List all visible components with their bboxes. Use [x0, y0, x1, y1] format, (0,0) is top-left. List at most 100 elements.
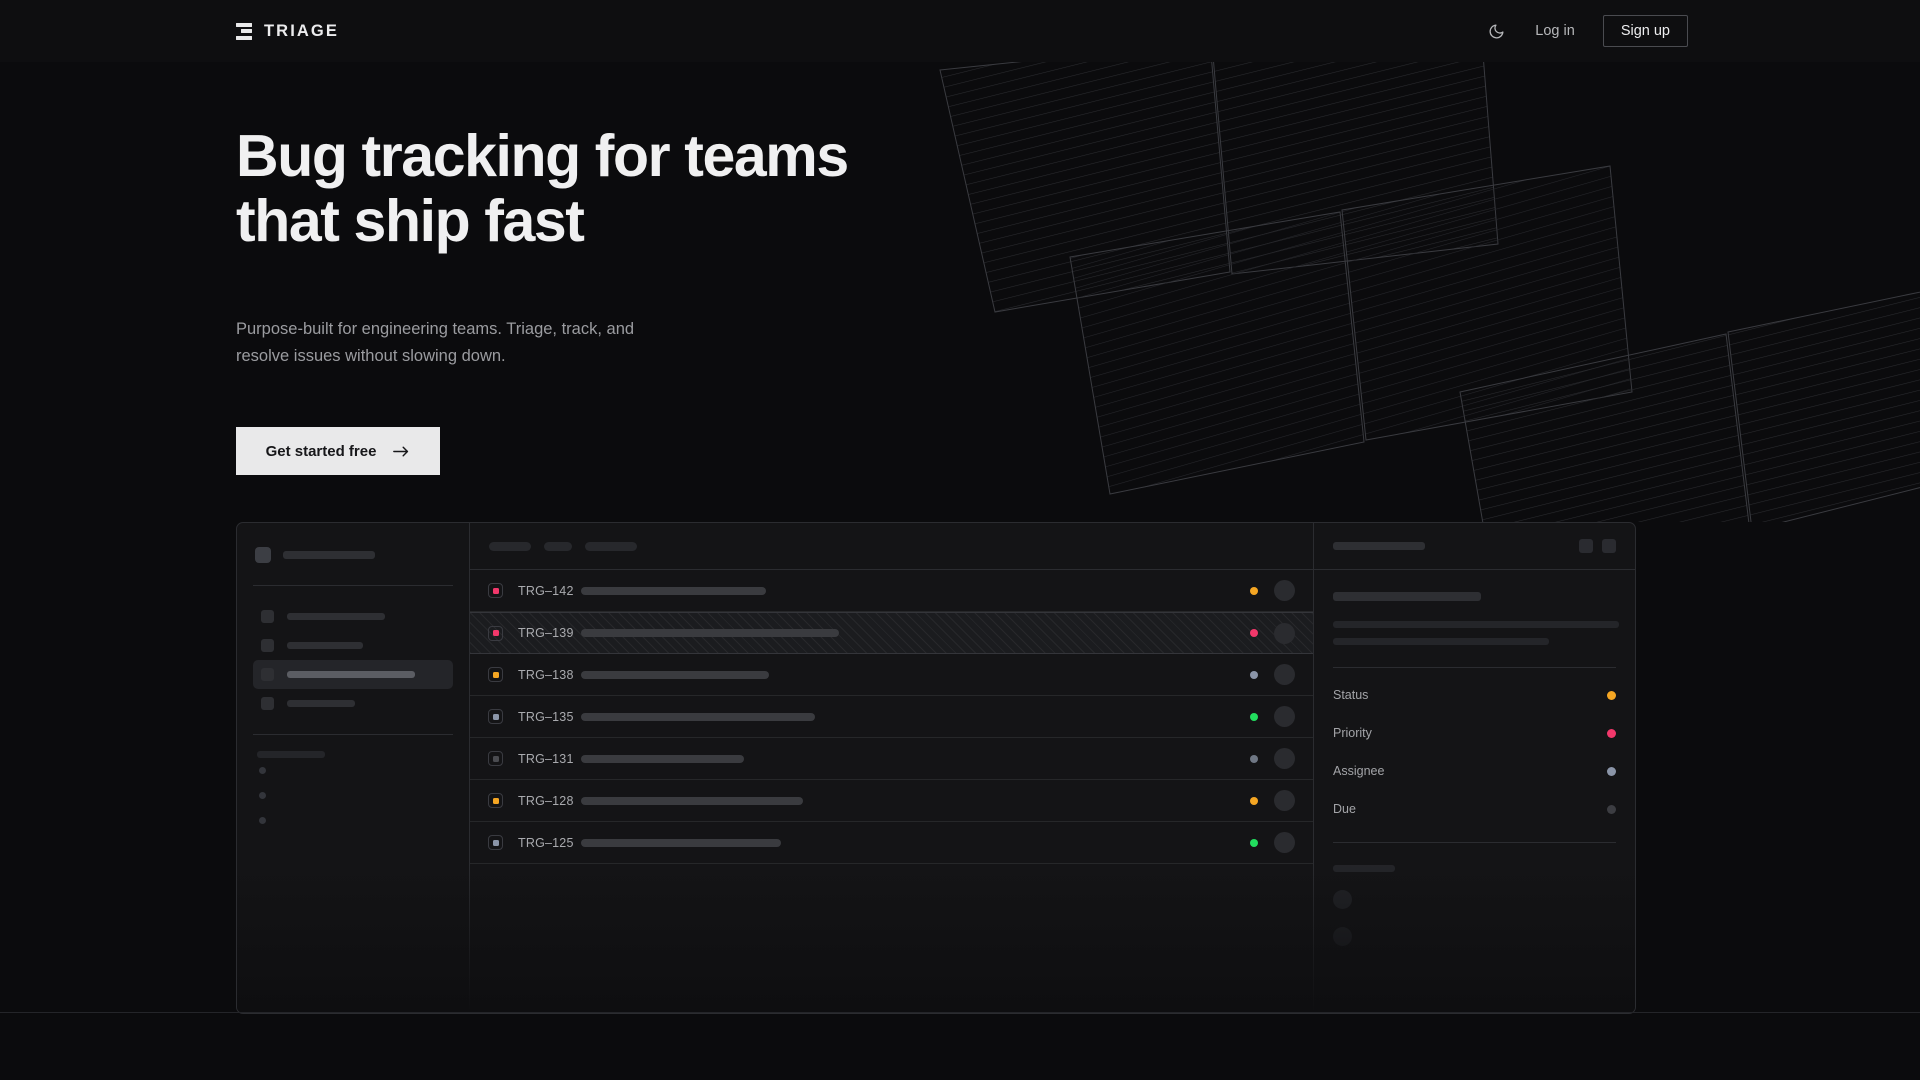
page-title: Bug tracking for teams that ship fast — [236, 123, 849, 254]
sidebar-mini-list — [253, 758, 453, 833]
issue-status-dot — [1250, 586, 1258, 595]
detail-action-button-2[interactable] — [1602, 539, 1616, 553]
detail-meta-row-due[interactable]: Due — [1333, 790, 1616, 828]
detail-action-button-1[interactable] — [1579, 539, 1593, 553]
sidebar-item-0[interactable] — [253, 602, 453, 631]
sidebar-item-icon — [261, 639, 274, 652]
avatar — [1274, 664, 1295, 685]
sidebar-section-label — [257, 751, 449, 758]
avatar — [1274, 790, 1295, 811]
sidebar-mini-item-1[interactable] — [253, 783, 453, 808]
table-row[interactable]: TRG–131 — [470, 738, 1313, 780]
sidebar-item-label-placeholder — [287, 642, 363, 649]
issue-type-badge — [488, 709, 503, 724]
sidebar-mini-dot — [259, 767, 266, 774]
issue-type-badge — [488, 793, 503, 808]
detail-meta-row-assignee[interactable]: Assignee — [1333, 752, 1616, 790]
sidebar-item-label-placeholder — [287, 671, 415, 678]
issue-type-badge — [488, 667, 503, 682]
detail-meta-label: Status — [1333, 688, 1369, 702]
issue-type-badge — [488, 835, 503, 850]
sidebar-nav-list — [253, 602, 453, 718]
detail-meta-label: Priority — [1333, 726, 1372, 740]
issue-id: TRG–142 — [518, 583, 574, 598]
brand-logo[interactable]: TRIAGE — [236, 0, 339, 62]
sidebar-item-1[interactable] — [253, 631, 453, 660]
detail-meta-value-dot — [1607, 728, 1616, 738]
page-divider — [0, 1012, 1920, 1013]
sidebar-mini-dot — [259, 792, 266, 799]
issue-title-placeholder — [581, 838, 781, 847]
avatar — [1274, 706, 1295, 727]
detail-header — [1314, 523, 1635, 570]
issue-id: TRG–138 — [518, 667, 574, 682]
issue-type-badge — [488, 751, 503, 766]
sidebar-mini-item-2[interactable] — [253, 808, 453, 833]
table-row[interactable]: TRG–135 — [470, 696, 1313, 738]
sidebar-item-label-placeholder — [287, 700, 355, 707]
filter-chip-0[interactable] — [489, 541, 531, 551]
avatar — [1274, 622, 1295, 644]
sidebar-mini-item-0[interactable] — [253, 758, 453, 783]
signup-button[interactable]: Sign up — [1602, 15, 1688, 47]
issue-status-dot — [1250, 712, 1258, 721]
arrow-right-icon — [393, 446, 409, 457]
detail-divider-2 — [1333, 842, 1616, 843]
workspace-switcher[interactable] — [253, 541, 453, 569]
workspace-avatar — [255, 547, 271, 563]
issue-status-dot — [1250, 838, 1258, 847]
avatar — [1274, 748, 1295, 769]
detail-comment-list — [1333, 890, 1616, 946]
issue-title-placeholder — [581, 796, 803, 805]
issue-status-dot — [1250, 670, 1258, 679]
get-started-button[interactable]: Get started free — [236, 427, 440, 476]
sidebar-mini-dot — [259, 817, 266, 824]
preview-sidebar — [237, 523, 470, 1013]
table-row[interactable]: TRG–125 — [470, 822, 1313, 864]
detail-meta-row-status[interactable]: Status — [1333, 676, 1616, 714]
login-link[interactable]: Log in — [1535, 23, 1575, 39]
detail-divider-1 — [1333, 667, 1616, 668]
table-row[interactable]: TRG–142 — [470, 570, 1313, 612]
detail-meta-row-priority[interactable]: Priority — [1333, 714, 1616, 752]
detail-title-placeholder — [1333, 592, 1481, 601]
table-row[interactable]: TRG–138 — [470, 654, 1313, 696]
issue-title-placeholder — [581, 754, 744, 763]
table-row[interactable]: TRG–128 — [470, 780, 1313, 822]
hero-section: Bug tracking for teams that ship fast Pu… — [236, 62, 849, 476]
bars-logo-icon — [236, 22, 252, 40]
issue-title-placeholder — [581, 712, 815, 721]
detail-desc-line-1 — [1333, 621, 1619, 628]
top-navbar: TRIAGE Log in Sign up — [0, 0, 1920, 62]
sidebar-item-2[interactable] — [253, 660, 453, 689]
detail-activity-label — [1333, 865, 1395, 872]
issue-status-dot — [1250, 754, 1258, 763]
issue-list-toolbar — [470, 523, 1313, 570]
sidebar-item-3[interactable] — [253, 689, 453, 718]
table-row[interactable]: TRG–139 — [470, 612, 1313, 654]
filter-chip-1[interactable] — [544, 541, 572, 551]
issue-title-placeholder — [581, 670, 769, 679]
avatar — [1274, 832, 1295, 853]
detail-meta-value-dot — [1607, 804, 1616, 814]
filter-chip-2[interactable] — [585, 541, 637, 551]
issue-id: TRG–125 — [518, 835, 574, 850]
moon-icon[interactable] — [1485, 20, 1507, 42]
sidebar-item-icon — [261, 668, 274, 681]
detail-breadcrumb-placeholder — [1333, 542, 1425, 550]
comment-avatar-1 — [1333, 927, 1616, 946]
issue-type-badge — [488, 625, 503, 641]
issue-status-dot — [1250, 796, 1258, 805]
issue-status-dot — [1250, 629, 1258, 637]
cta-label: Get started free — [265, 442, 377, 460]
hero-decorative-panels — [920, 62, 1920, 522]
workspace-name-placeholder — [283, 551, 375, 559]
issue-list-empty-space — [470, 864, 1313, 1013]
sidebar-item-icon — [261, 610, 274, 623]
issue-type-badge — [488, 583, 503, 598]
